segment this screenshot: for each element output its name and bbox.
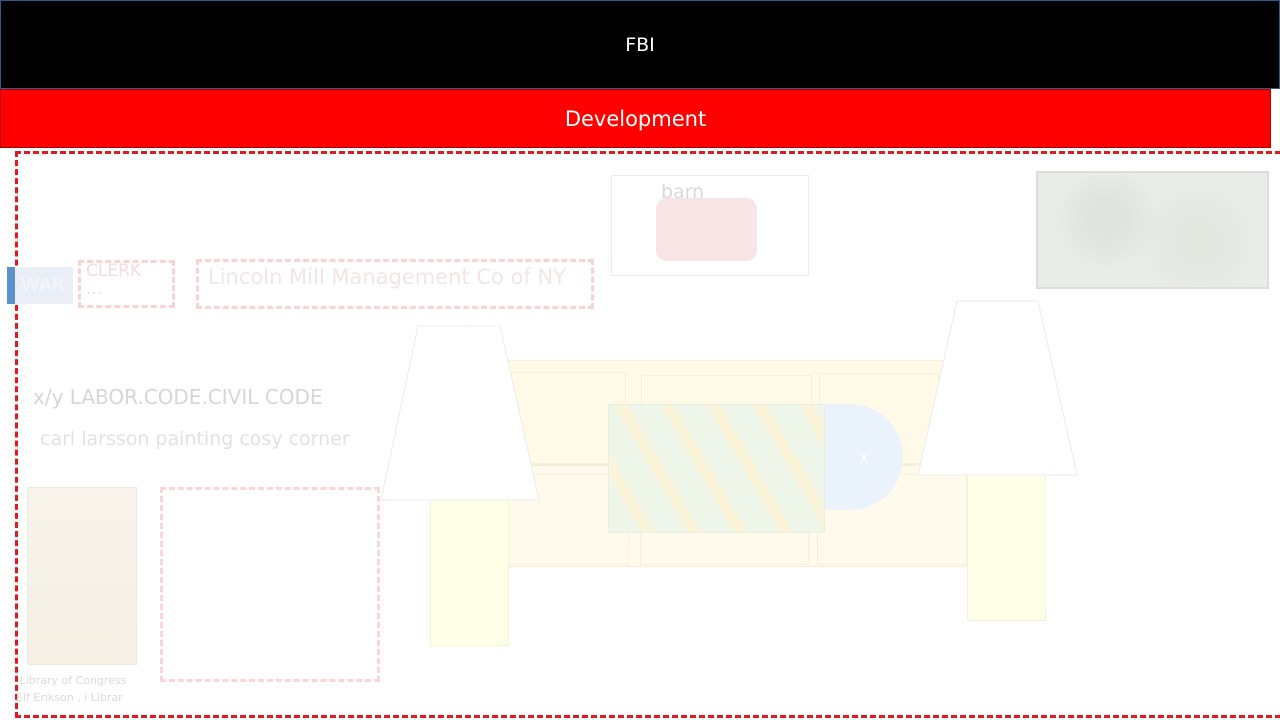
right-lamp-base bbox=[967, 470, 1046, 621]
labor-code-text: x/y LABOR.CODE.CIVIL CODE bbox=[33, 385, 323, 409]
barn-chip[interactable] bbox=[656, 198, 757, 261]
striped-rug bbox=[608, 404, 825, 533]
development-title: Development bbox=[564, 106, 707, 131]
content-frame bbox=[15, 151, 1280, 718]
landscape-photo-thumbnail[interactable] bbox=[1036, 171, 1269, 289]
company-field[interactable] bbox=[196, 259, 594, 309]
fbi-title: FBI bbox=[625, 33, 655, 56]
war-tab[interactable]: WAR bbox=[7, 267, 73, 304]
development-banner: Development bbox=[0, 89, 1271, 148]
company-field-text: Lincoln Mill Management Co of NY bbox=[208, 265, 567, 289]
clerk-field-text: CLERK ... bbox=[86, 261, 142, 299]
image-placeholder[interactable] bbox=[160, 487, 380, 682]
barn-label: barn bbox=[661, 181, 705, 203]
painting-title-text: carl larsson painting cosy corner bbox=[40, 428, 350, 450]
close-icon[interactable]: x bbox=[859, 447, 869, 467]
fbi-header: FBI bbox=[0, 0, 1280, 89]
poster-thumbnail[interactable] bbox=[27, 487, 137, 665]
left-lamp-base bbox=[430, 495, 509, 646]
clerk-field[interactable] bbox=[78, 260, 175, 308]
photo-credit: .Library of Congress Eif Erikson , i Lib… bbox=[16, 674, 127, 704]
